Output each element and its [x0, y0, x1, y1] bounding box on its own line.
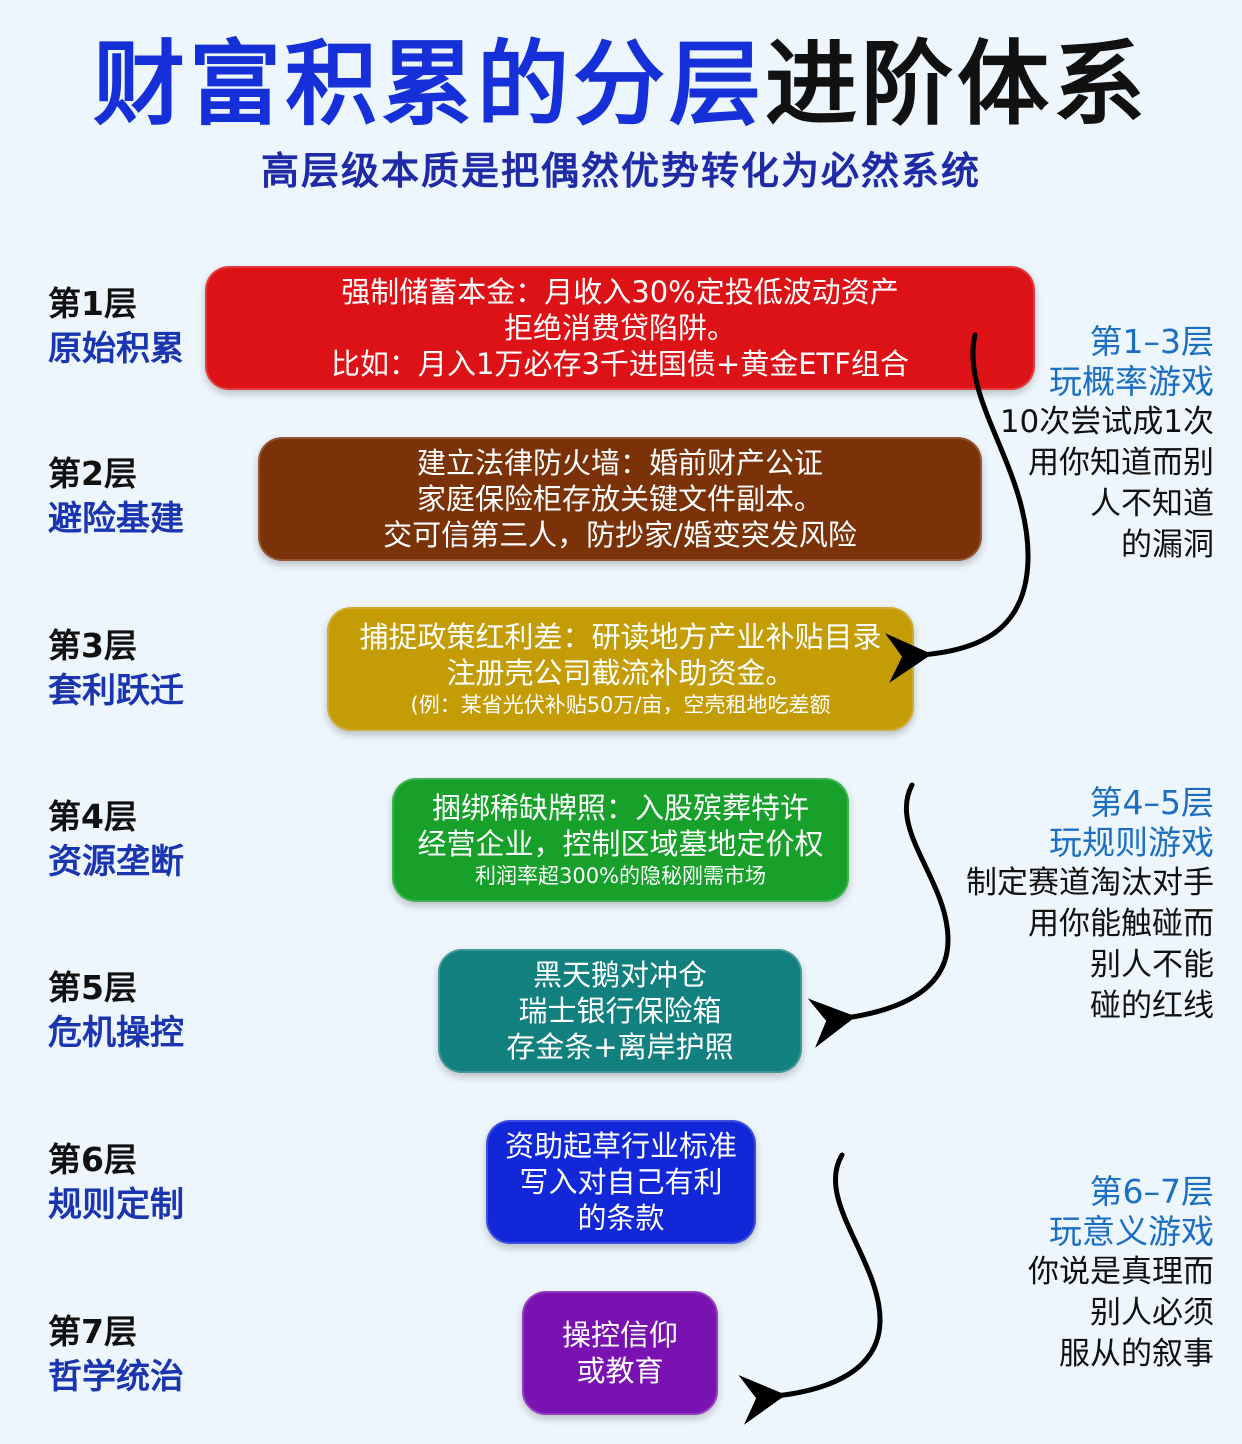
side-note-line: 用你知道而别	[1028, 445, 1214, 481]
layer-name: 原始积累	[48, 329, 184, 369]
side-note-line: 10次尝试成1次	[999, 404, 1214, 440]
side-note-line: 用你能触碰而	[1028, 906, 1214, 942]
layer-label-1: 第1层 原始积累	[48, 282, 218, 372]
side-note-line: 的漏洞	[1121, 527, 1214, 563]
side-note-1-3: 第1–3层 玩概率游戏 10次尝试成1次 用你知道而别 人不知道 的漏洞	[1000, 322, 1214, 566]
layer-box-4: 捆绑稀缺牌照：入股殡葬特许 经营企业，控制区域墓地定价权 利润率超300%的隐秘…	[392, 778, 849, 902]
side-note-heading: 玩意义游戏	[1049, 1212, 1214, 1251]
box-line: 拒绝消费贷陷阱。	[503, 311, 736, 345]
box-line: 强制储蓄本金：月收入30%定投低波动资产	[341, 275, 899, 309]
box-line: 存金条+离岸护照	[506, 1030, 734, 1064]
side-note-line: 人不知道	[1090, 486, 1214, 522]
box-line: 操控信仰	[561, 1318, 678, 1352]
side-note-line: 制定赛道淘汰对手	[966, 865, 1214, 901]
layer-number: 第7层	[48, 1312, 137, 1351]
box-line: 捕捉政策红利差：研读地方产业补贴目录	[359, 620, 882, 654]
page-title: 财富积累的分层进阶体系	[0, 30, 1242, 140]
box-line: 经营企业，控制区域墓地定价权	[417, 827, 824, 861]
box-line: 建立法律防火墙：婚前财产公证	[416, 446, 823, 480]
box-line: 瑞士银行保险箱	[518, 994, 722, 1028]
layer-number: 第6层	[48, 1140, 137, 1179]
layer-name: 规则定制	[48, 1185, 184, 1225]
box-line: 写入对自己有利	[519, 1165, 723, 1199]
layer-number: 第4层	[48, 797, 137, 836]
side-note-line: 碰的红线	[1090, 988, 1214, 1024]
side-note-line: 别人必须	[1090, 1295, 1214, 1331]
side-note-range: 第4–5层	[1089, 783, 1215, 822]
layer-name: 哲学统治	[48, 1357, 184, 1397]
layer-label-3: 第3层 套利跃迁	[48, 624, 218, 714]
box-line: 的条款	[577, 1201, 665, 1235]
layer-label-4: 第4层 资源垄断	[48, 795, 218, 885]
layer-box-6: 资助起草行业标准 写入对自己有利 的条款	[486, 1120, 756, 1244]
side-note-6-7: 第6–7层 玩意义游戏 你说是真理而 别人必须 服从的叙事	[1028, 1172, 1214, 1375]
layer-number: 第3层	[48, 626, 137, 665]
layer-label-5: 第5层 危机操控	[48, 966, 218, 1056]
layer-box-7: 操控信仰 或教育	[522, 1291, 718, 1415]
layer-number: 第5层	[48, 968, 137, 1007]
page-subtitle: 高层级本质是把偶然优势转化为必然系统	[260, 149, 981, 193]
box-line: 黑天鹅对冲仓	[532, 958, 707, 992]
layer-name: 套利跃迁	[48, 671, 184, 711]
side-note-line: 服从的叙事	[1059, 1336, 1214, 1372]
layer-label-6: 第6层 规则定制	[48, 1138, 218, 1228]
title-part-black: 进阶体系	[765, 31, 1150, 138]
side-note-4-5: 第4–5层 玩规则游戏 制定赛道淘汰对手 用你能触碰而 别人不能 碰的红线	[966, 783, 1214, 1027]
curved-arrow-icon	[884, 332, 1031, 683]
curved-arrow-icon	[807, 782, 951, 1048]
side-note-range: 第1–3层	[1089, 322, 1215, 361]
layer-number: 第1层	[48, 284, 137, 323]
layer-box-1: 强制储蓄本金：月收入30%定投低波动资产 拒绝消费贷陷阱。 比如：月入1万必存3…	[205, 266, 1035, 390]
title-part-blue: 财富积累的分层	[92, 31, 765, 138]
curved-arrow-icon	[738, 1152, 883, 1425]
side-note-line: 别人不能	[1090, 947, 1214, 983]
box-line: 利润率超300%的隐秘刚需市场	[474, 864, 767, 888]
box-line: 交可信第三人，防抄家/婚变突发风险	[383, 518, 857, 552]
side-note-heading: 玩规则游戏	[1049, 823, 1214, 862]
layer-box-3: 捕捉政策红利差：研读地方产业补贴目录 注册壳公司截流补助资金。 (例：某省光伏补…	[327, 607, 914, 731]
layer-label-2: 第2层 避险基建	[48, 452, 218, 542]
layer-number: 第2层	[48, 454, 137, 493]
layer-name: 资源垄断	[48, 842, 184, 882]
layer-name: 危机操控	[48, 1013, 184, 1053]
box-line: 家庭保险柜存放关键文件副本。	[416, 482, 823, 516]
side-note-range: 第6–7层	[1089, 1172, 1215, 1211]
layer-box-2: 建立法律防火墙：婚前财产公证 家庭保险柜存放关键文件副本。 交可信第三人，防抄家…	[258, 437, 982, 561]
box-line: (例：某省光伏补贴50万/亩，空壳租地吃差额	[410, 693, 831, 717]
layer-box-5: 黑天鹅对冲仓 瑞士银行保险箱 存金条+离岸护照	[438, 949, 802, 1073]
layer-label-7: 第7层 哲学统治	[48, 1310, 218, 1400]
box-line: 比如：月入1万必存3千进国债+黄金ETF组合	[331, 347, 909, 381]
layer-name: 避险基建	[48, 499, 184, 539]
box-line: 捆绑稀缺牌照：入股殡葬特许	[431, 791, 809, 825]
side-note-heading: 玩概率游戏	[1049, 362, 1214, 401]
box-line: 注册壳公司截流补助资金。	[446, 656, 795, 690]
side-note-line: 你说是真理而	[1028, 1254, 1214, 1290]
box-line: 或教育	[576, 1354, 664, 1388]
box-line: 资助起草行业标准	[504, 1129, 737, 1163]
